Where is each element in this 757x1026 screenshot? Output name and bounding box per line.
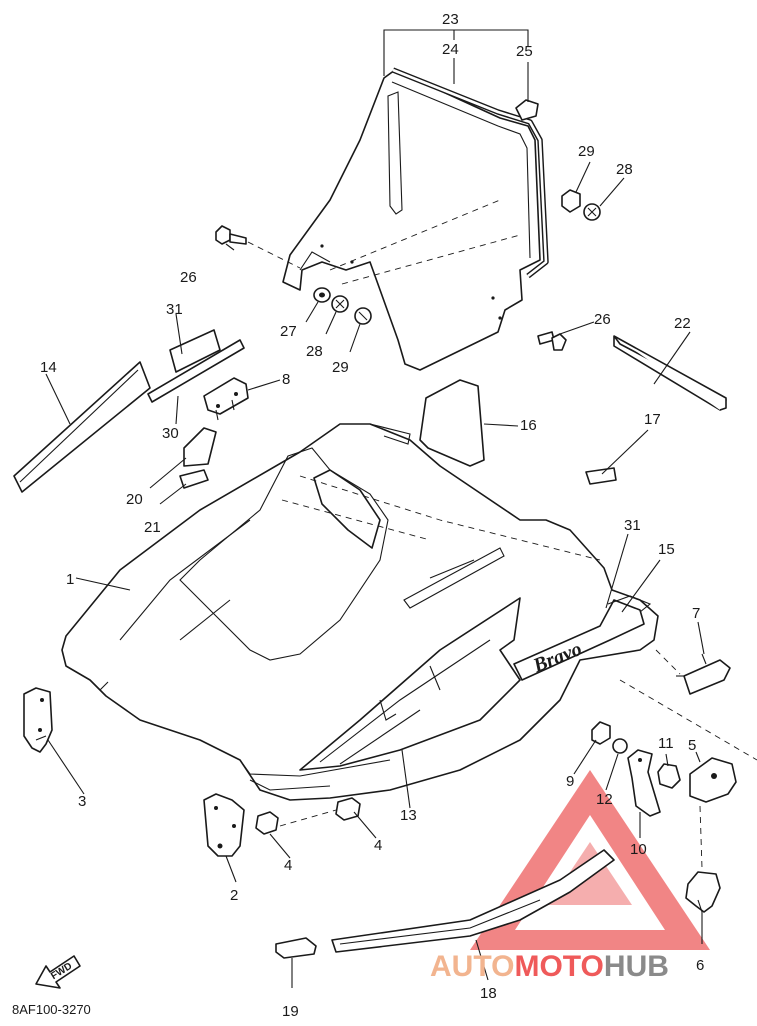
- nut-29: [354, 307, 372, 325]
- rubber-mount-4a: [255, 811, 279, 835]
- side-decal-14: [13, 361, 151, 493]
- diagram-code: 8AF100-3270: [12, 1002, 91, 1017]
- callout-1: 1: [66, 571, 74, 588]
- callout-21: 21: [144, 519, 161, 536]
- callout-4-right: 4: [374, 837, 382, 854]
- trim-strip-22: [613, 335, 727, 411]
- pad-20: [183, 427, 217, 467]
- bolt-right-26: [537, 331, 567, 351]
- callout-9: 9: [566, 773, 574, 790]
- callout-22: 22: [674, 315, 691, 332]
- decal-30: [147, 339, 245, 403]
- watermark-hub: HUB: [604, 950, 669, 983]
- callout-3: 3: [78, 793, 86, 810]
- label-17: [585, 467, 617, 485]
- callout-17: 17: [644, 411, 661, 428]
- callout-10: 10: [630, 841, 647, 858]
- watermark-moto: MOTO: [514, 950, 603, 983]
- watermark-auto: AUTO: [430, 950, 514, 983]
- latch-catch-6: [685, 871, 721, 913]
- callout-24: 24: [442, 41, 459, 58]
- nut-upper-29: [561, 189, 581, 213]
- callout-25: 25: [516, 43, 533, 60]
- washer-27: [313, 287, 331, 303]
- hinge-2: [203, 793, 245, 857]
- callout-7: 7: [692, 605, 700, 622]
- grommet-9: [591, 721, 611, 745]
- callout-18: 18: [480, 985, 497, 1002]
- callout-26-left: 26: [180, 269, 197, 286]
- trim-clip: [515, 99, 539, 121]
- callout-14: 14: [40, 359, 57, 376]
- callout-labels: 23 24 25 29 28 26 27 28 29 26 22 31 14 8…: [40, 11, 704, 1020]
- callout-2: 2: [230, 887, 238, 904]
- decal-31-left: [169, 329, 221, 373]
- callout-31-left: 31: [166, 301, 183, 318]
- hood-body: Bravo: [61, 423, 659, 801]
- leader-lines: [45, 29, 705, 988]
- callout-4-left: 4: [284, 857, 292, 874]
- callout-30: 30: [162, 425, 179, 442]
- windshield-trim: [391, 67, 549, 279]
- nut-upper-28: [583, 203, 601, 221]
- callout-29-center: 29: [332, 359, 349, 376]
- pad-21: [179, 469, 209, 489]
- seal-strip-18: [331, 849, 615, 953]
- callout-15: 15: [658, 541, 675, 558]
- washer-12: [612, 738, 628, 754]
- callout-11: 11: [658, 735, 674, 752]
- svg-text:AUTOMOTOHUB: AUTOMOTOHUB: [430, 950, 669, 983]
- pad-19: [275, 937, 317, 959]
- washer-28: [331, 295, 349, 313]
- rubber-mount-4b: [335, 797, 361, 821]
- callout-19: 19: [282, 1003, 299, 1020]
- callout-6: 6: [696, 957, 704, 974]
- callout-20: 20: [126, 491, 143, 508]
- latch-lever-10: [627, 749, 661, 817]
- bracket-8: [203, 377, 249, 421]
- callout-29-upper: 29: [578, 143, 595, 160]
- callout-26-right: 26: [594, 311, 611, 328]
- bolt-left-26: [215, 225, 247, 245]
- callout-31-right: 31: [624, 517, 641, 534]
- callout-13: 13: [400, 807, 417, 824]
- callout-8: 8: [282, 371, 290, 388]
- callout-12: 12: [596, 791, 613, 808]
- latch-7: [676, 653, 731, 695]
- hinge-3: [23, 687, 53, 753]
- callout-28-center: 28: [306, 343, 323, 360]
- pad-16: [419, 379, 485, 467]
- callout-27: 27: [280, 323, 297, 340]
- callout-28-upper: 28: [616, 161, 633, 178]
- sleeve-11: [657, 763, 681, 789]
- windshield: [282, 69, 541, 371]
- callout-23: 23: [442, 11, 459, 28]
- forward-arrow: FWD: [35, 955, 81, 989]
- watermark-text: AUTOMOTOHUB: [430, 950, 669, 983]
- callout-5: 5: [688, 737, 696, 754]
- callout-16: 16: [520, 417, 537, 434]
- latch-bracket-5: [689, 757, 737, 803]
